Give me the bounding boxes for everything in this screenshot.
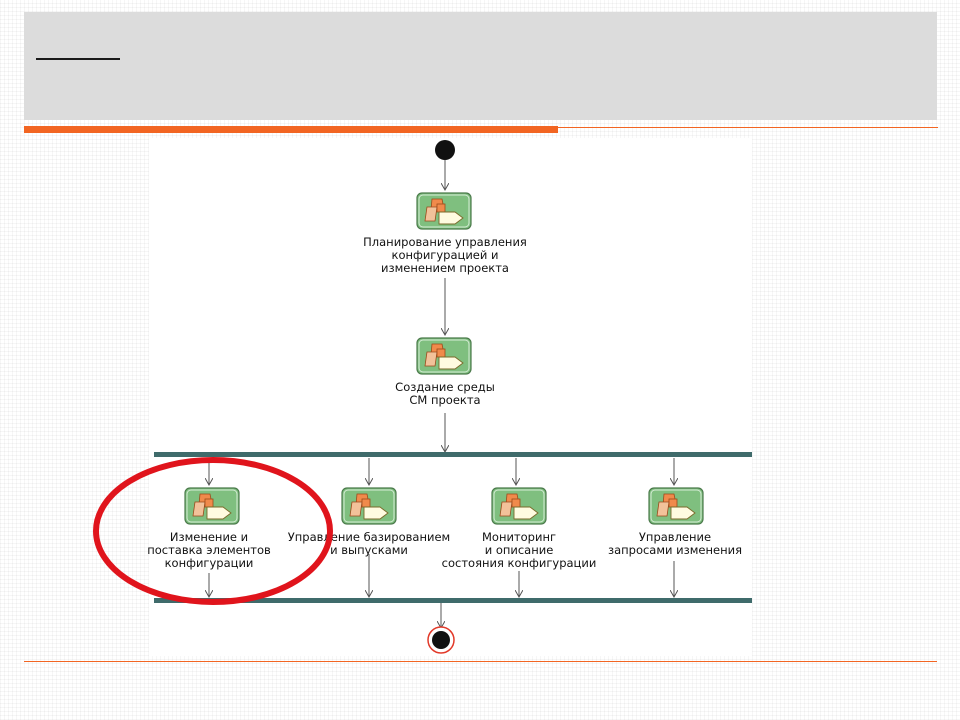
activity-icon	[416, 192, 472, 230]
connectors	[209, 160, 674, 628]
activity-icon	[184, 487, 240, 525]
activity-icon	[416, 337, 472, 375]
footer-line	[24, 661, 937, 662]
final-state	[427, 626, 455, 654]
activity-diagram: Планирование управления конфигурацией и …	[147, 138, 752, 656]
title-underline	[36, 58, 120, 60]
activity-icon	[648, 487, 704, 525]
node-label-planning: Планирование управления конфигурацией и …	[363, 235, 527, 275]
activity-icon	[341, 487, 397, 525]
node-label-change-delivery: Изменение и поставка элементов конфигура…	[147, 530, 271, 570]
node-label-environment: Создание среды CM проекта	[395, 380, 495, 407]
node-label-change-requests: Управление запросами изменения	[607, 530, 743, 557]
initial-state	[435, 140, 455, 160]
accent-line	[558, 127, 938, 128]
diagram-canvas	[154, 140, 752, 654]
join-bar	[154, 598, 752, 603]
slide-title-band	[24, 12, 937, 120]
fork-bar	[154, 452, 752, 457]
accent-bar	[24, 126, 558, 133]
activity-icon	[491, 487, 547, 525]
node-label-monitoring: Мониторинг и описание состояния конфигур…	[441, 530, 597, 570]
